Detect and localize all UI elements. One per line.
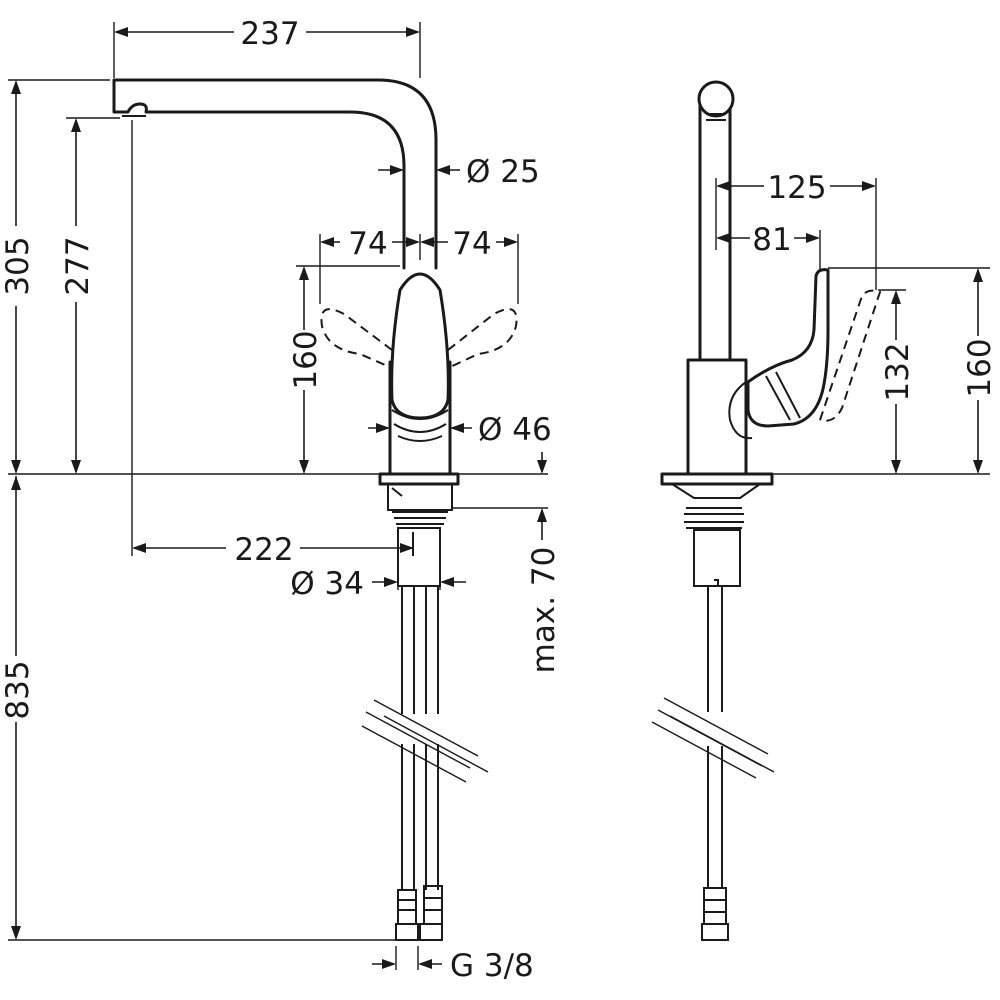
lever-base [391,409,449,442]
label-max-thickness: max. 70 [526,547,562,674]
side-lever-ghost [819,289,882,422]
side-base-plate [660,472,774,486]
lever-handle [390,272,450,420]
break-marks [361,699,489,783]
side-spout-head [697,80,735,118]
dimension-lines [15,31,543,965]
arrowheads [11,27,547,969]
body-outline [388,360,452,476]
side-lever-joint [728,371,801,440]
threaded-shank [392,511,448,525]
label-shank-diameter: Ø 34 [290,566,364,602]
label-lever-right: 74 [452,226,491,262]
side-body [686,358,748,476]
connector-nut-left [395,923,419,941]
side-connector [703,887,727,925]
label-lever-left: 74 [348,226,387,262]
side-base-washer [671,483,761,529]
connector-nut-right [419,923,443,941]
label-body-diameter: Ø 46 [478,412,552,448]
front-view: 237 305 277 Ø 25 74 74 160 Ø 46 222 Ø 34… [0,16,562,984]
base-plate [378,472,460,486]
label-spout-diameter: Ø 25 [466,154,540,190]
side-extension-lines [715,178,990,475]
label-lever-reach: 81 [752,222,791,258]
side-spout-column [698,98,732,362]
lever-ghost-right [447,308,518,369]
label-outlet-height: 277 [60,236,96,295]
label-total-height: 305 [0,236,36,295]
base-washer [387,484,453,511]
spout-outline [112,78,438,270]
side-sleeve-mark [714,579,719,586]
label-lever-height: 160 [288,330,324,389]
mounting-sleeve [397,527,441,587]
hose-connectors [397,885,443,925]
hose-break-mask [396,714,444,744]
label-lever-reach-max: 125 [767,170,826,206]
side-aerator [706,113,726,121]
side-arrowheads [716,181,983,474]
label-side-lever-height: 160 [962,338,998,397]
side-break-marks [651,697,775,779]
label-connection: G 3/8 [450,948,534,984]
label-lever-height-tilted: 132 [880,342,916,401]
label-projection: 222 [234,532,293,568]
side-lever [746,268,830,428]
extension-lines [8,22,548,970]
side-sleeve [693,529,741,587]
lever-ghost-left [320,308,393,369]
side-view: 125 81 132 160 [651,80,998,941]
side-connector-nut [701,923,729,941]
label-hose-length: 835 [0,660,36,719]
label-width-spout: 237 [240,16,299,52]
